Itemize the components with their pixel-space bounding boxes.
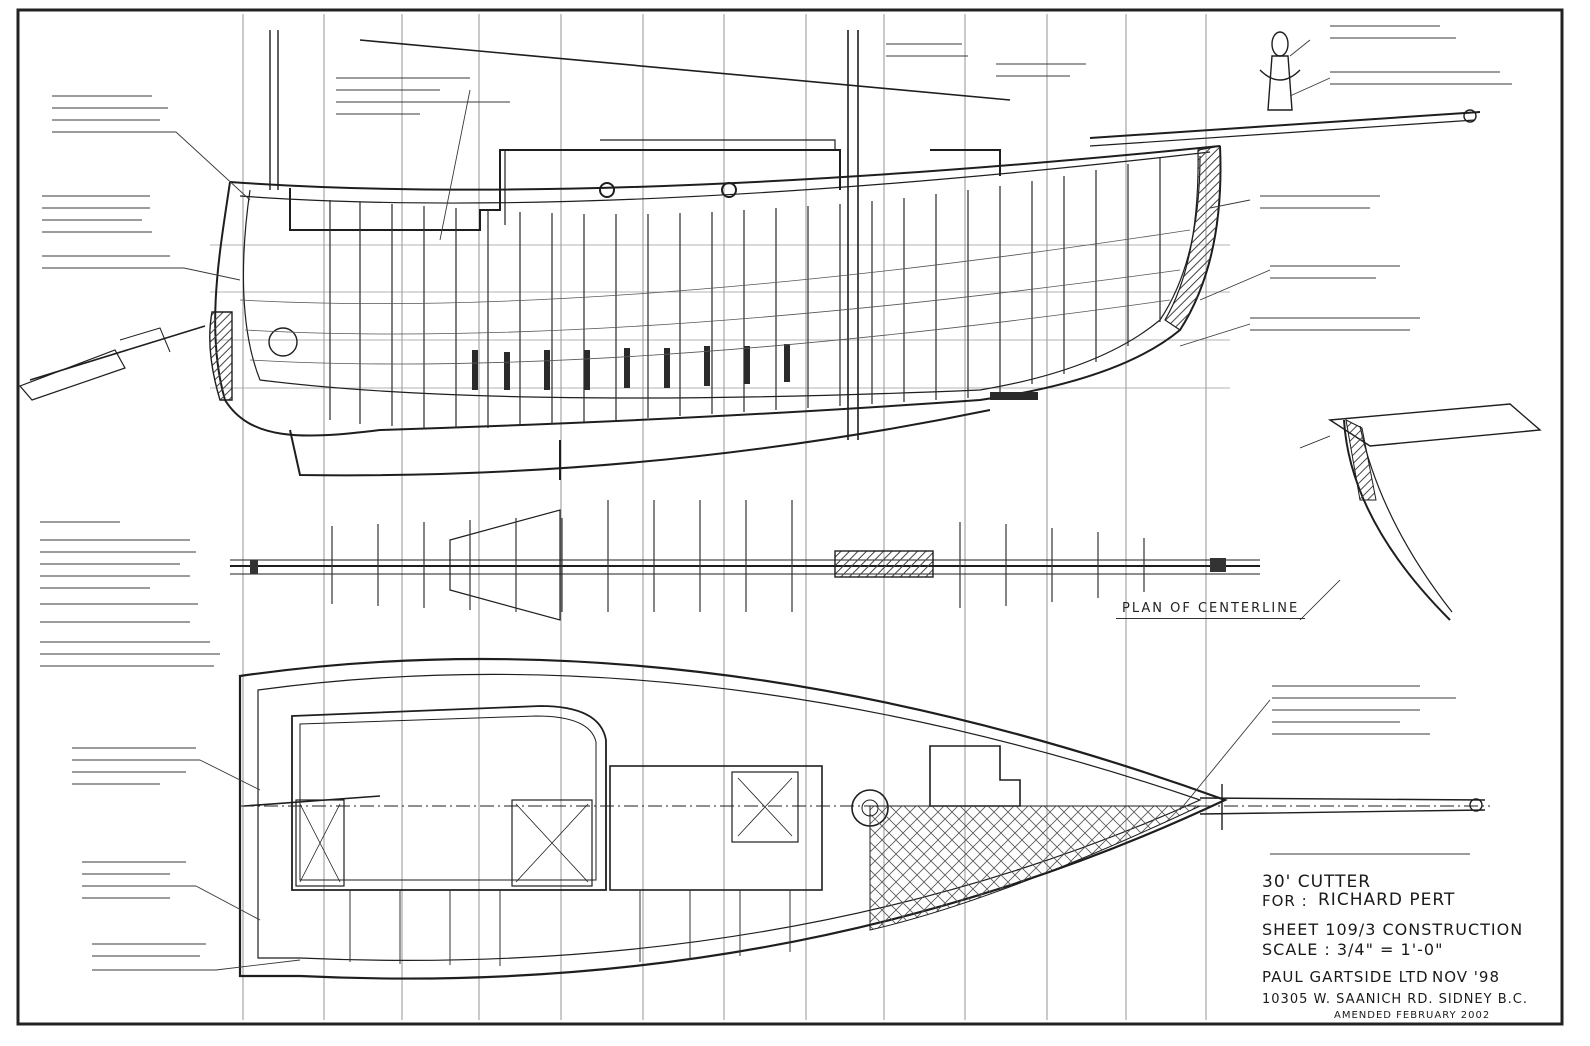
sheet-border (16, 8, 1564, 1026)
stemhead-detail (1259, 31, 1301, 111)
station-grid (242, 14, 1207, 1020)
centerline-frames (331, 500, 1145, 612)
for-label: FOR : (1262, 892, 1308, 910)
drawing-scale: SCALE : 3/4" = 1'-0" (1262, 940, 1444, 959)
label-underline (1116, 618, 1306, 619)
floors-profile (472, 344, 1038, 400)
bow-section-detail (1299, 403, 1542, 621)
designer-firm: PAUL GARTSIDE LTD (1262, 968, 1429, 986)
drawing-title: 30' CUTTER (1262, 872, 1372, 892)
annotation-notes (40, 25, 1512, 971)
deck-plan (238, 657, 1490, 980)
sheet-number: SHEET 109/3 CONSTRUCTION (1262, 920, 1524, 939)
frames-profile (329, 158, 1161, 428)
planking-lines (239, 229, 1191, 365)
client-name: RICHARD PERT (1318, 890, 1456, 910)
title-block: 30' CUTTER FOR : RICHARD PERT SHEET 109/… (1262, 868, 1562, 1038)
designer-address: 10305 W. SAANICH RD. SIDNEY B.C. (1262, 992, 1528, 1007)
boomkin-detail (18, 349, 126, 401)
waterlines (210, 244, 1230, 389)
deck-beams-plan (349, 890, 791, 966)
leader-lines (175, 39, 1331, 971)
hull-profile (29, 30, 1481, 480)
drawing-date: NOV '98 (1432, 968, 1501, 986)
revision-note: AMENDED FEBRUARY 2002 (1334, 1010, 1491, 1021)
plan-of-centerline-label: PLAN OF CENTERLINE (1116, 601, 1306, 619)
centerline-plan (230, 509, 1260, 621)
